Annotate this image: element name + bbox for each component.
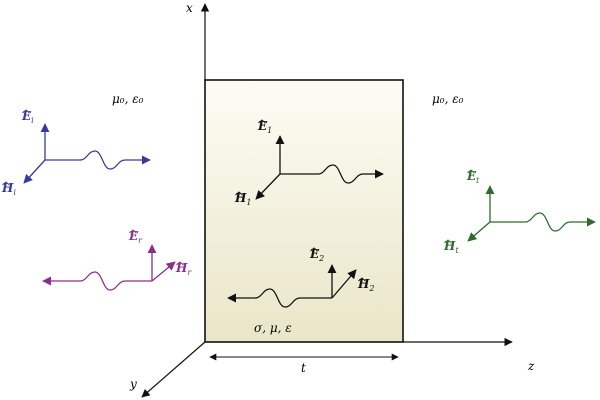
inside-forward-wave: E1 H1	[234, 119, 384, 207]
inside-forward-H-label: H1	[234, 191, 251, 207]
unit-vector-hat	[444, 239, 452, 244]
unit-vector-hat	[129, 229, 137, 234]
unit-vector-hat	[2, 181, 10, 186]
unit-vector-hat	[176, 261, 184, 266]
unit-vector-hat	[310, 247, 318, 252]
medium-right-label: μ₀, ε₀	[432, 92, 464, 106]
transmitted-H-label: Ht	[443, 239, 459, 255]
incident-wave: Ei Hi	[1, 109, 151, 197]
incident-propagation	[45, 150, 151, 170]
inside-forward-propagation	[280, 164, 384, 184]
z-axis-label: z	[527, 359, 535, 373]
y-axis-label: y	[129, 377, 137, 391]
reflected-propagation	[42, 271, 152, 291]
unit-vector-hat	[22, 109, 30, 114]
unit-vector-hat	[358, 277, 366, 282]
inside-backward-H-label: H2	[357, 277, 374, 293]
unit-vector-hat	[235, 191, 243, 196]
transmitted-propagation	[490, 212, 596, 232]
slab-medium-label: σ, μ, ε	[254, 321, 292, 335]
reflected-E-label: Er	[128, 229, 143, 245]
inside-forward-E-label: E1	[257, 119, 272, 135]
inside-backward-propagation	[227, 288, 332, 308]
medium-left-label: μ₀, ε₀	[112, 92, 144, 106]
unit-vector-hat	[258, 119, 266, 124]
slab	[204, 79, 404, 343]
incident-E-label: Ei	[21, 109, 34, 125]
unit-vector-hat	[467, 169, 475, 174]
thickness-label: t	[301, 361, 306, 375]
x-axis-label: x	[186, 1, 193, 15]
inside-backward-wave: E2 H2	[227, 247, 374, 308]
transmitted-E-label: Et	[466, 169, 480, 185]
transmitted-wave: Et Ht	[443, 169, 596, 255]
reflected-H-label: Hr	[175, 261, 192, 277]
incident-H-label: Hi	[1, 181, 16, 197]
reflected-wave: Er Hr	[42, 229, 192, 291]
inside-backward-E-label: E2	[309, 247, 324, 263]
y-axis	[141, 341, 206, 398]
